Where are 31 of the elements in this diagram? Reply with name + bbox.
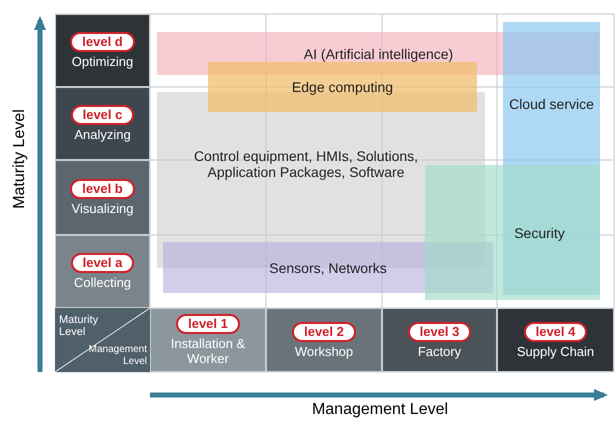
row-title: Visualizing xyxy=(72,201,134,216)
column-title: Workshop xyxy=(294,344,354,358)
column-title: Factory xyxy=(418,344,462,358)
level-tag: level 4 xyxy=(524,322,588,342)
row-title: Collecting xyxy=(74,275,132,290)
column-header xyxy=(382,308,497,372)
axis-title: Management Level xyxy=(310,401,450,419)
column-header xyxy=(150,308,266,372)
technology-band: Security xyxy=(425,165,600,300)
level-tag: level a xyxy=(70,253,134,273)
row-title: Optimizing xyxy=(72,54,134,69)
row-header xyxy=(55,14,150,87)
level-tag: level 1 xyxy=(176,314,240,334)
level-tag: level b xyxy=(70,179,135,199)
level-tag: level 3 xyxy=(408,322,472,342)
column-header xyxy=(266,308,382,372)
level-tag: level d xyxy=(70,32,135,52)
row-header xyxy=(55,235,150,308)
row-header xyxy=(55,160,150,235)
axis-caption: Management Level xyxy=(88,344,147,368)
level-tag: level c xyxy=(70,105,134,125)
column-title: Supply Chain xyxy=(516,344,594,358)
axis-title: Maturity Level xyxy=(11,108,29,211)
column-header xyxy=(497,308,614,372)
technology-band: Edge computing xyxy=(208,62,477,112)
column-title: Installation & Worker xyxy=(170,336,246,366)
axis-caption: Maturity Level xyxy=(59,314,100,338)
level-tag: level 2 xyxy=(292,322,356,342)
row-title: Analyzing xyxy=(74,127,131,142)
row-header xyxy=(55,87,150,160)
corner-header xyxy=(55,308,150,372)
